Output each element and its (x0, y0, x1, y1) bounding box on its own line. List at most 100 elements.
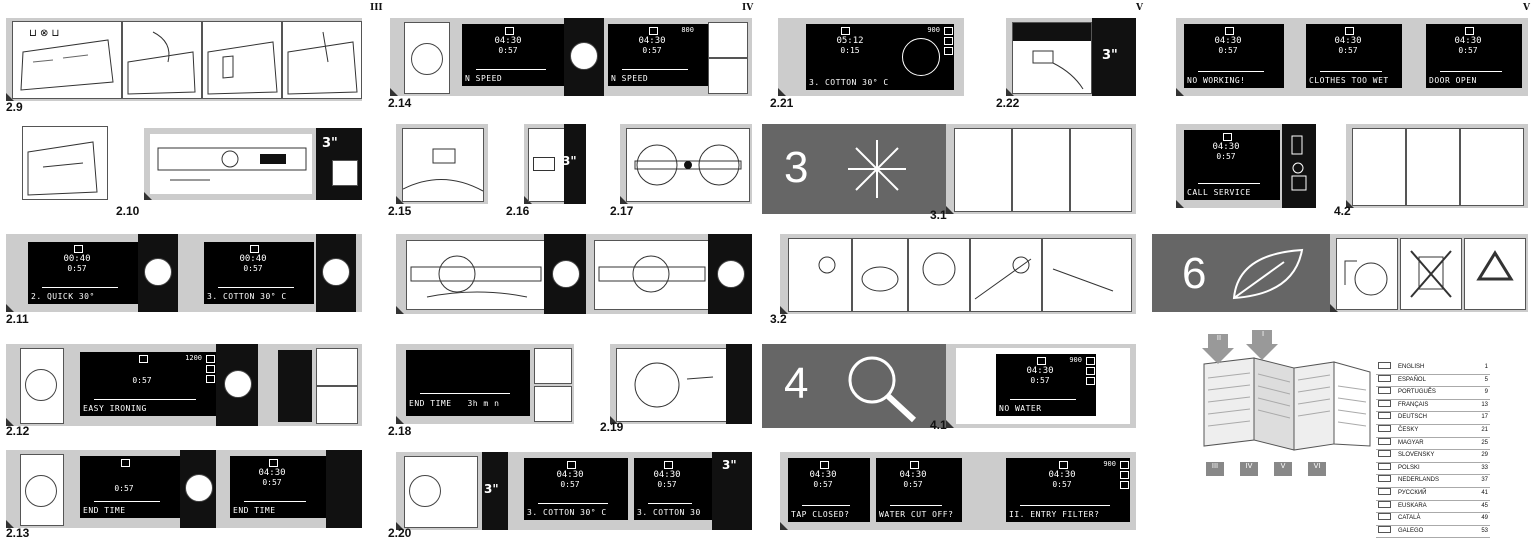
drawer-clean-illustration (1012, 128, 1070, 212)
knob-press-illustration (616, 348, 728, 422)
hand-pour-illustration (122, 21, 202, 99)
figure-2-14-panel: 04:30 0:57 N SPEED 800 04:30 0:57 N SPEE… (390, 18, 752, 96)
recycling-panel (1330, 234, 1528, 312)
language-page: 41 (1470, 487, 1490, 501)
program-knob-icon (185, 474, 213, 502)
filter-step-illustration (852, 238, 908, 312)
figure-label: 2.14 (388, 96, 412, 110)
figure-3-1-panel (946, 124, 1136, 214)
section-number: 4 (784, 359, 809, 408)
figure-label: 2.13 (6, 526, 30, 540)
sparkle-icon (848, 140, 906, 198)
language-name: FRANÇAIS (1396, 399, 1470, 413)
seconds-label: 3" (1102, 48, 1118, 63)
section-number: 3 (784, 143, 809, 192)
seconds-label: 3" (562, 154, 577, 168)
control-panel-illustration (150, 134, 312, 194)
detergent-drawer-illustration: ⊔ ⊗ ⊔ (12, 21, 122, 99)
figure-2-12-panel: 1200 0:57 EASY IRONING (6, 344, 362, 426)
drawer-compartment-illustration (202, 21, 282, 99)
language-page: 17 (1470, 411, 1490, 425)
figure-2-15-panel (396, 124, 488, 204)
drawer-remove-illustration (954, 128, 1012, 212)
figure-label: 3.1 (930, 208, 947, 222)
seconds-label: 3" (722, 458, 737, 472)
figure-2-13-panel: 0:57 END TIME 04:30 0:57 END TIME (6, 450, 362, 528)
drawer-symbols-icon: ⊔ ⊗ ⊔ (20, 28, 114, 91)
drawer-close-illustration (22, 126, 108, 200)
figure-label: 2.22 (996, 96, 1020, 110)
language-name: PORTUGUÊS (1396, 386, 1470, 400)
figure-2-17-panel (620, 124, 752, 204)
error-messages-panel: 04:30 0:57 NO WORKING! 04:30 0:57 CLOTHE… (1176, 18, 1528, 96)
section-4-banner: 4 (762, 344, 946, 428)
figure-2-9-panel: ⊔ ⊗ ⊔ (6, 18, 362, 101)
figure-label: 4.2 (1334, 204, 1351, 218)
figure-2-22-panel: 3" (1006, 18, 1136, 96)
language-code-icon (1378, 450, 1391, 458)
fold-label: VI (1308, 462, 1326, 476)
language-name: CATALÀ (1396, 512, 1470, 526)
figure-4-1-panel: 900 04:30 0:57 NO WATER (946, 344, 1136, 428)
lcd-display: 04:30 0:57 END TIME (230, 456, 326, 518)
filter-step-illustration (1042, 238, 1132, 312)
page-number-v-right: V (1523, 3, 1530, 13)
figure-label: 4.1 (930, 418, 947, 432)
figure-label: 2.20 (388, 526, 412, 540)
program-knob-icon (224, 370, 252, 398)
figure-label: 2.18 (388, 424, 412, 438)
figure-label: 3.2 (770, 312, 787, 326)
language-page: 25 (1470, 437, 1490, 451)
filter-step-illustration (970, 238, 1042, 312)
language-page: 37 (1470, 474, 1490, 488)
language-page: 9 (1470, 386, 1490, 400)
lcd-display: 04:30 0:57 NO WORKING! (1184, 24, 1284, 88)
figure-label: 2.12 (6, 424, 30, 438)
call-service-panel: 04:30 0:57 CALL SERVICE (1176, 124, 1316, 208)
figure-3-2-panel (780, 234, 1136, 314)
drawer-rinse-illustration (1070, 128, 1132, 212)
knob-illustration (20, 348, 64, 424)
page-number-iv: IV (742, 3, 754, 13)
fold-diagram-illustration (1202, 330, 1371, 451)
language-code-icon (1378, 387, 1391, 395)
lcd-display: 04:30 0:57 TAP CLOSED? (788, 458, 870, 522)
fold-label: II (1216, 334, 1222, 342)
lcd-display: 0:57 END TIME (80, 456, 180, 518)
figure-2-21-panel: 900 05:12 0:15 3. COTTON 30° C (778, 18, 964, 96)
language-code-icon (1378, 525, 1391, 533)
lcd-display: 04:30 0:57 CALL SERVICE (1184, 130, 1280, 200)
figure-label: 2.16 (506, 204, 530, 218)
language-page: 1 (1470, 362, 1490, 375)
lcd-display: 04:30 0:57 CLOTHES TOO WET (1306, 24, 1402, 88)
figure-label: 2.19 (600, 420, 624, 434)
option-buttons-icon (278, 350, 312, 422)
seconds-label: 3" (484, 482, 499, 496)
lcd-display: 800 04:30 0:57 N SPEED (608, 24, 708, 86)
language-code-icon (1378, 362, 1391, 369)
page-number-v: V (1136, 3, 1143, 13)
knob-rotate-illustration (594, 240, 710, 310)
figure-label: 2.10 (116, 204, 140, 218)
language-name: SLOVENSKY (1396, 449, 1470, 463)
language-code-icon (1378, 500, 1391, 508)
troubleshooting-panel: 04:30 0:57 TAP CLOSED? 04:30 0:57 WATER … (780, 452, 1136, 530)
svg-text:⊔ ⊗ ⊔: ⊔ ⊗ ⊔ (29, 28, 59, 39)
lcd-display: 04:30 0:57 DOOR OPEN (1426, 24, 1522, 88)
button-press-illustration (1012, 22, 1092, 94)
program-knob-icon (717, 260, 745, 288)
figure-label: 2.15 (388, 204, 412, 218)
language-code-icon (1378, 412, 1391, 420)
language-page: 45 (1470, 500, 1490, 514)
language-page: 5 (1470, 374, 1490, 388)
program-knob-icon (322, 258, 350, 286)
language-page: 49 (1470, 512, 1490, 526)
figure-2-10-panel: 3" (144, 128, 362, 200)
